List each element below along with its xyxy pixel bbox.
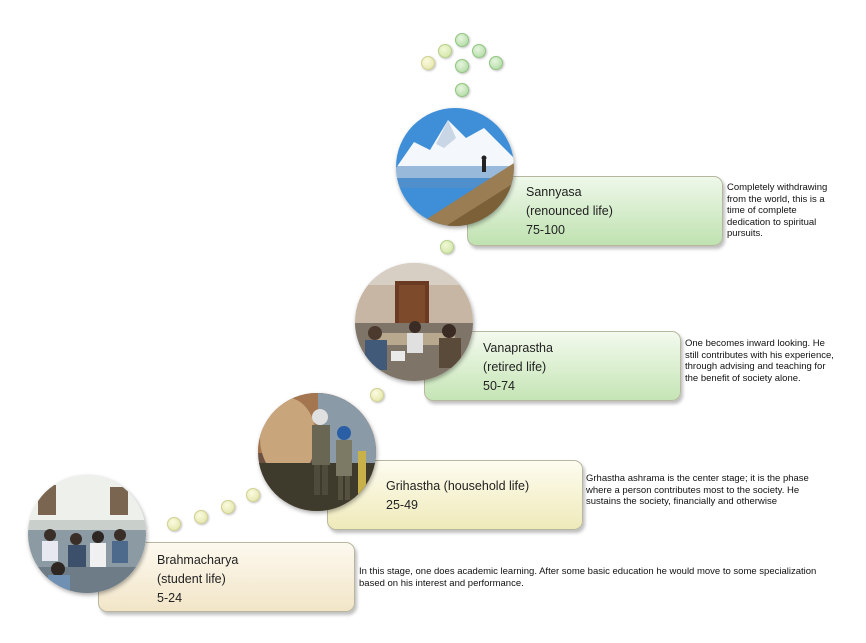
stage-ages: 25-49 (386, 498, 418, 512)
connector-dot (194, 510, 208, 524)
connector-dot (438, 44, 452, 58)
stage-description: One becomes inward looking. He still con… (685, 338, 834, 384)
stage-ages: 50-74 (483, 379, 515, 393)
stage-name: Grihastha (household life) (386, 479, 530, 493)
stage-subtitle: (retired life) (483, 360, 547, 374)
connector-dot (489, 56, 503, 70)
stage-subtitle: (student life) (157, 572, 226, 586)
connector-dot (440, 240, 454, 254)
connector-dot (455, 59, 469, 73)
stage-name: Sannyasa (526, 185, 582, 199)
stage-name: Vanaprastha (483, 341, 553, 355)
stage-description: In this stage, one does academic learnin… (359, 566, 817, 589)
stage-ages: 5-24 (157, 591, 183, 605)
meeting-photo (355, 263, 473, 381)
stage-description: Grhastha ashrama is the center stage; it… (586, 473, 809, 507)
connector-dot (455, 83, 469, 97)
stage-ages: 75-100 (526, 223, 565, 237)
stage-name: Brahmacharya (157, 553, 239, 567)
connector-dot (167, 517, 181, 531)
connector-dot (421, 56, 435, 70)
connector-dot (370, 388, 384, 402)
stage-subtitle: (renounced life) (526, 204, 613, 218)
stage-description: Completely withdrawing from the world, t… (727, 182, 828, 239)
mountain-photo (396, 108, 514, 226)
classroom-photo (28, 475, 146, 593)
connector-dot (221, 500, 235, 514)
stage-box-grihastha: Grihastha (household life) 25-49 (327, 460, 583, 530)
connector-dot (246, 488, 260, 502)
connector-dot (472, 44, 486, 58)
workers-photo (258, 393, 376, 511)
connector-dot (455, 33, 469, 47)
